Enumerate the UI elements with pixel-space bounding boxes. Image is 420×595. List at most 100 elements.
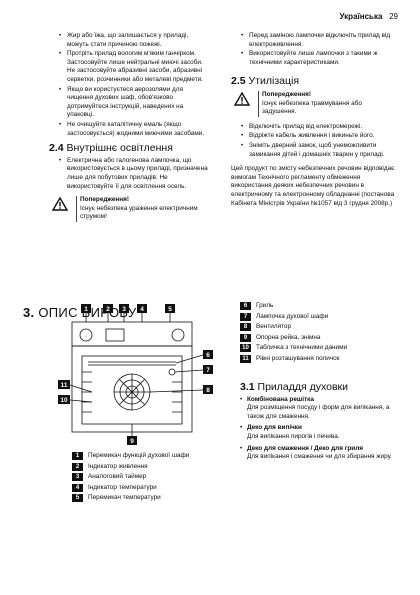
list-item: Електрична або галогенова лампочка, що в…	[59, 157, 210, 191]
oven-lamp	[168, 368, 176, 376]
knob-function-selector	[79, 328, 93, 342]
legend-number: 10	[240, 344, 251, 353]
section-heading-2-5: 2.5 Утилізація	[231, 75, 398, 88]
shelf-support-right	[172, 381, 182, 413]
accessory-name: Деко для випічки	[247, 424, 302, 432]
section-number: 2.5	[231, 75, 246, 88]
analog-timer	[105, 328, 125, 342]
warning-title: Попередження!	[80, 196, 130, 204]
accessory-desc: Для розміщення посуду і форм для випікан…	[247, 404, 390, 420]
accessory-item: Комбінована решітка Для розміщення посуд…	[240, 396, 400, 422]
legend-row: 4 Індикатор температури	[72, 484, 232, 492]
legend-row: 11 Рівні розташування поличок	[240, 354, 400, 364]
list-item: Зніміть дверний замок, щоб унеможливити …	[241, 142, 398, 159]
section-number: 2.4	[49, 142, 64, 155]
legend-number: 11	[240, 355, 251, 364]
legend-label: Вентилятор	[256, 323, 291, 331]
list-item: Протріть прилад вологим м'яким ганчірком…	[59, 50, 210, 84]
warning-triangle-icon	[52, 197, 68, 211]
callout-6: 6	[206, 352, 210, 359]
list-item: Відключіть прилад від електромережі.	[241, 123, 398, 132]
section-heading-2-4: 2.4 Внутрішнє освітлення	[49, 142, 210, 155]
section-title: Приладдя духовки	[257, 381, 348, 393]
accessory-desc: Для випікання пирогів і печива.	[247, 432, 340, 440]
legend-number: 2	[72, 462, 83, 471]
callout-2: 2	[106, 306, 110, 313]
legend-number: 4	[72, 483, 83, 492]
warning-body: Існує небезпека ураження електричним стр…	[80, 204, 198, 221]
callout-11: 11	[61, 382, 68, 389]
section-title: Внутрішнє освітлення	[66, 142, 173, 155]
accessories-section: 3.1 Приладдя духовки Комбінована решітка…	[240, 381, 400, 465]
compliance-text: Цей продукт по змісту небезпечних речови…	[231, 165, 395, 207]
warning-box-suffocation: Попередження! Існує небезпека травмуванн…	[231, 90, 398, 117]
legend-number: 3	[72, 473, 83, 482]
legend-row: 10 Табличка з технічними даними	[240, 344, 400, 353]
legend-number: 7	[240, 312, 251, 321]
warning-box-electric: Попередження! Існує небезпека ураження е…	[49, 196, 210, 222]
legend-label: Аналоговий таймер	[88, 473, 147, 481]
callout-10: 10	[60, 397, 68, 404]
header-section: Українська	[339, 12, 383, 21]
list-item: Не очищуйте каталітичну емаль (якщо заст…	[59, 121, 210, 138]
warning-text: Попередження! Існує небезпека травмуванн…	[258, 90, 398, 117]
legend-label: Перемикач функцій духової шафи	[88, 452, 190, 459]
warning-body: Існує небезпека травмування або задушенн…	[262, 99, 362, 116]
list-item: Використовуйте лише лампочки з такими ж …	[241, 50, 398, 67]
left-bullets-2-4: Електрична або галогенова лампочка, що в…	[58, 157, 210, 191]
section-number: 3.1	[240, 381, 255, 393]
right-bullets-2-5: Відключіть прилад від електромережі. Від…	[240, 123, 398, 159]
oven-diagram: · 1 2 3 4 5 6 7 8 9 10 11	[58, 304, 213, 445]
warning-text: Попередження! Існує небезпека ураження е…	[76, 196, 210, 222]
control-panel	[71, 321, 193, 347]
legend-number: 9	[240, 333, 251, 342]
legend-label: Індикатор температури	[88, 483, 157, 491]
legend-label: Лампочка духової шафи	[256, 312, 329, 320]
page-number: 29	[389, 12, 398, 21]
panel-symbol: ·	[85, 333, 87, 340]
list-item: Перед заміною лампочки відключіть прилад…	[241, 32, 398, 49]
warning-triangle-icon	[234, 91, 250, 106]
callout-5: 5	[168, 306, 172, 313]
legend-row: 7 Лампочка духової шафи	[240, 313, 400, 321]
callout-8: 8	[206, 387, 210, 394]
legend-number: 1	[72, 452, 83, 461]
legend-label: Індикатор живлення	[88, 462, 148, 470]
callout-3: 3	[122, 306, 126, 313]
legend-row: 1 Перемикач функцій духової шафи	[72, 452, 232, 461]
legend-label: Табличка з технічними даними	[256, 344, 348, 352]
shelf-support-left	[82, 371, 92, 413]
right-bullets-top: Перед заміною лампочки відключіть прилад…	[240, 32, 398, 67]
list-item: Жир або їжа, що залишається у приладі, м…	[59, 32, 210, 49]
list-item: Відріжте кабель живлення і викиньте його…	[241, 132, 398, 141]
callout-7: 7	[206, 367, 210, 374]
accessory-item: Деко для смаження / Деко для гриля Для в…	[240, 445, 400, 462]
callout-4: 4	[140, 306, 144, 313]
legend-row: 2 Індикатор живлення	[72, 463, 232, 471]
legend-number: 5	[72, 494, 83, 503]
legend-label: Опорна рейка, знімна	[256, 333, 321, 341]
legend-number: 8	[240, 323, 251, 332]
legend-label: Перемикач температури	[88, 494, 161, 502]
legend-label: Гриль	[256, 302, 274, 309]
right-column: Перед заміною лампочки відключіть прилад…	[231, 32, 398, 208]
legend-row: 5 Перемикач температури	[72, 494, 232, 503]
legend-row: 9 Опорна рейка, знімна	[240, 334, 400, 342]
warning-title: Попередження!	[262, 90, 312, 98]
callout-1: 1	[84, 306, 88, 313]
accessory-name: Деко для смаження / Деко для гриля	[247, 444, 364, 452]
grill-element	[88, 361, 176, 366]
legend-row: 8 Вентилятор	[240, 323, 400, 332]
accessory-name: Комбінована решітка	[247, 395, 314, 403]
legend-label: Рівні розташування поличок	[256, 354, 340, 362]
left-bullets-top: Жир або їжа, що залишається у приладі, м…	[58, 32, 210, 138]
accessory-item: Деко для випічки Для випікання пирогів і…	[240, 424, 400, 441]
legend-row: 3 Аналоговий таймер	[72, 473, 232, 482]
left-column: Жир або їжа, що залишається у приладі, м…	[49, 32, 210, 226]
page-header: Українська 29	[340, 12, 399, 21]
callout-9: 9	[130, 438, 134, 445]
list-item: Якщо ви користуєтеся аерозолями для чище…	[59, 86, 210, 120]
